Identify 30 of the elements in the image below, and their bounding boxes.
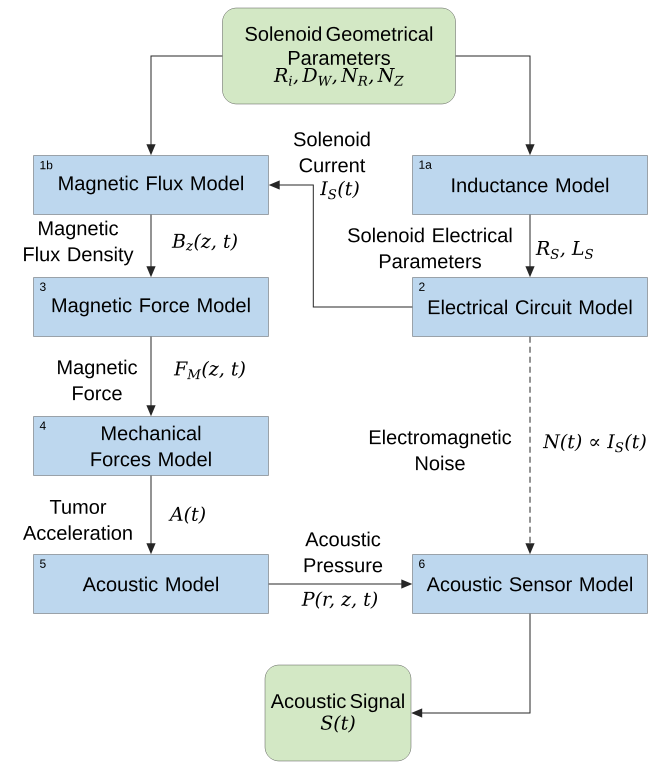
process-box: Electrical Circuit Model 2 (412, 277, 648, 337)
box-number: 5 (40, 560, 46, 568)
math-label: B$_{z}$(z, t) (172, 233, 237, 251)
process-box: Inductance Model 1a (412, 155, 648, 215)
box-number: 1b (40, 160, 52, 170)
box-number: 2 (419, 282, 425, 291)
edge-label: Magnetic Flux Density (24, 220, 134, 266)
edge-label: Solenoid Current (294, 132, 370, 172)
edge-label: Tumor Acceleration (23, 500, 132, 540)
box-number: 6 (419, 560, 425, 568)
edge-label: Solenoid Electrical Parameters (348, 228, 512, 268)
box-number: 4 (40, 422, 46, 430)
math-label: I$_{S}$(t) (320, 180, 359, 200)
process-box: Magnetic Force Model 3 (33, 277, 269, 337)
math-label: N(t) ∝ I$_{S}$(t) (542, 434, 646, 452)
process-box: Acoustic Model 5 (33, 554, 269, 614)
process-box: Mechanical Forces Model 4 (33, 416, 269, 476)
math-label: R$_{S}$, L$_{S}$ (536, 241, 594, 259)
process-box: Magnetic Flux Model 1b (33, 155, 269, 215)
terminal-box: Acoustic Signal S(t) (264, 664, 412, 762)
terminal-box: Solenoid Geometrical Parameters R$_{i}$, D$_{W}$, N$_{R}$, N$_{Z}$ (222, 8, 456, 104)
edge-label: Acoustic Pressure (304, 532, 382, 572)
math-label: F$_{M}$(z, t) (174, 360, 245, 380)
math-label: A(t) (168, 506, 205, 524)
edge-label: Electromagnetic Noise (370, 430, 512, 470)
edge-label: Magnetic Force (58, 360, 138, 400)
box-number: 3 (40, 282, 46, 291)
math-label: P(r, z, t) (302, 591, 377, 609)
box-number: 1a (419, 160, 432, 169)
process-box: Acoustic Sensor Model 6 (412, 554, 648, 614)
